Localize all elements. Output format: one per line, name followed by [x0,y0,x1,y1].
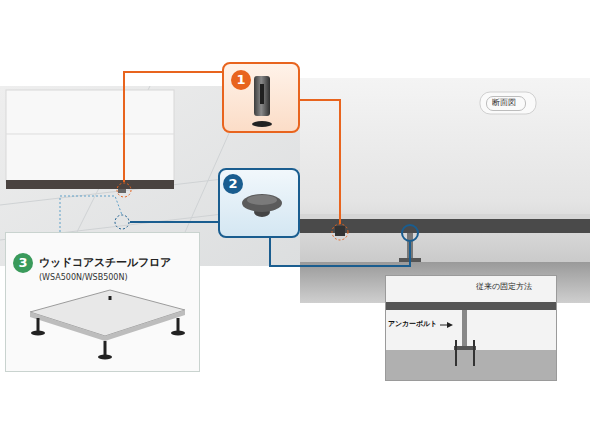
heading-text: ウッドコアスチールフロア [39,256,171,269]
callout-number: 3 [13,253,33,273]
cabinet-base [6,180,174,189]
anchor-bolt [456,340,474,366]
panel-edge [30,310,185,341]
cabinet-foot [118,189,126,193]
sub-text: (WSA500N/WSB500N) [39,273,128,283]
floor-finish [300,214,590,219]
callout-box: 2 [218,168,300,238]
tag-text: 断面図 [492,98,516,108]
cabinet-drawer [6,134,174,135]
panel-legs [38,296,178,356]
inset-panel [385,302,557,310]
dotted-leader [60,196,122,232]
orange-leader [124,72,222,182]
inset-base [454,346,476,350]
leg-base [98,355,112,360]
insert-part [335,226,345,236]
part-label: アンカーボルト [388,319,437,329]
cabinet [6,90,174,182]
insert-slot [260,84,264,104]
orange-leader [300,100,340,224]
leg-base [171,331,185,336]
floor-panel-picture [30,290,185,336]
target-circle [117,183,131,197]
callout-number: 1 [231,70,251,90]
title-text: 従来の固定方法 [476,282,532,292]
inset-fill [385,275,557,381]
callout-fill [222,62,300,133]
cap-top [247,195,277,205]
leg-base [31,331,45,336]
callout-box: 1 [222,62,300,133]
target-circle [332,224,348,240]
blue-leader [270,238,410,266]
callout-fill [218,168,300,238]
anchor-arrowhead [447,322,453,328]
product-fill [5,232,200,372]
view-tag: 断面図 [486,96,526,111]
insert-hole [252,121,272,127]
cap-picture [242,194,282,212]
product-box: 3 ウッドコアスチールフロア (WSA500N/WSB500N) [5,232,200,372]
section-ground [300,78,590,303]
inset-slab [385,350,557,380]
insert-part-picture [254,76,270,116]
blue-leader [130,221,218,223]
target-circle [115,215,129,229]
ceiling-light [480,92,536,114]
callout-number: 2 [223,174,243,194]
target-circle [402,225,418,241]
inset-pedestal [462,310,467,348]
